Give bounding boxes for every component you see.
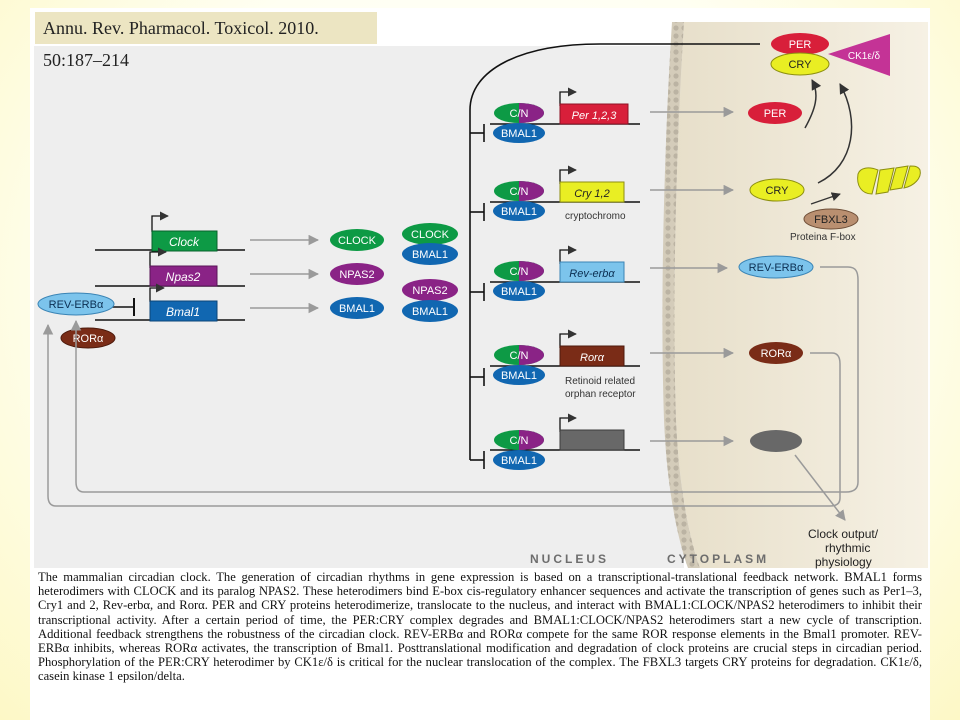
- per-cry-feedback-line: [469, 43, 760, 460]
- dimer-bmal1-b: [402, 300, 458, 322]
- cry-complex-label: CRY: [788, 59, 812, 71]
- ror-note-line2: orphan receptor: [565, 389, 636, 400]
- clock-protein: [330, 229, 384, 251]
- figure-caption: The mammalian circadian clock. The gener…: [38, 570, 922, 684]
- gene-npas2: Npas2: [166, 270, 201, 284]
- ck1-label: CK1ε/δ: [848, 51, 881, 62]
- dimer-npas2-label: NPAS2: [412, 285, 447, 297]
- row-per: C/N BMAL1 Per 1,2,3: [490, 87, 640, 143]
- reverb-protein-nuclear: [37, 292, 115, 316]
- gene-bmal1: Bmal1: [166, 305, 200, 319]
- fbxl3-protein: [803, 208, 859, 230]
- citation: Annu. Rev. Pharmacol. Toxicol. 2010. 50:…: [35, 12, 377, 70]
- clock-output-arrow: [794, 454, 846, 521]
- per-complex: [771, 33, 829, 55]
- row-cry: C/N BMAL1 Cry 1,2 cryptochromo: [490, 165, 640, 222]
- cryptochrome-note: cryptochromo: [565, 211, 626, 222]
- per-protein-label: PER: [764, 108, 787, 120]
- dimer-npas2: [402, 279, 458, 301]
- fbxl3-note: Proteina F-box: [790, 232, 856, 243]
- cry-protein-label: CRY: [765, 185, 789, 197]
- dimer-bmal1-a: [402, 243, 458, 265]
- cn-label-ror: C/N: [510, 350, 529, 362]
- gene-reverb: Rev-erbα: [569, 268, 615, 280]
- output-line1: Clock output/: [808, 527, 879, 541]
- cytoplasm-label: CYTOPLASM: [667, 552, 769, 566]
- gene-cry: Cry 1,2: [574, 188, 609, 200]
- ror-protein-nuclear: [60, 327, 116, 349]
- output-protein: [750, 430, 802, 452]
- output-gene-box: [559, 429, 625, 451]
- clock-protein-label: CLOCK: [338, 235, 377, 247]
- output-line2: rhythmic: [825, 541, 870, 555]
- dimer-bmal1-a-label: BMAL1: [412, 249, 448, 261]
- row-ror: C/N BMAL1 Rorα Retinoid related orphan r…: [490, 329, 640, 400]
- cry-complex: [770, 52, 830, 76]
- reverb-label-nuclear: REV-ERBα: [49, 299, 104, 311]
- dimer-clock-label: CLOCK: [411, 229, 450, 241]
- cn-label-reverb: C/N: [510, 266, 529, 278]
- cytoplasm-region: [674, 22, 928, 568]
- reverb-protein-cyto: [738, 255, 814, 279]
- row-output-gene: C/N BMAL1: [490, 413, 640, 470]
- degraded-cry-fragments: [857, 165, 921, 195]
- bmal1-label-cry: BMAL1: [501, 206, 537, 218]
- gene-per: Per 1,2,3: [572, 110, 618, 122]
- inhibition-ticks: [470, 124, 485, 469]
- row-reverb: C/N BMAL1 Rev-erbα: [490, 245, 640, 301]
- bmal1-label-reverb: BMAL1: [501, 286, 537, 298]
- output-line3: physiology: [815, 555, 872, 569]
- cry-protein: [749, 178, 805, 202]
- gene-block-left: Clock Npas2 Bmal1: [95, 211, 245, 322]
- per-complex-label: PER: [789, 39, 812, 51]
- bmal1-protein-label: BMAL1: [339, 303, 375, 315]
- bmal1-label-ror: BMAL1: [501, 370, 537, 382]
- gene-clock: Clock: [169, 235, 200, 249]
- bmal1-label-per: BMAL1: [501, 128, 537, 140]
- ror-label-nuclear: RORα: [73, 333, 104, 345]
- bmal1-protein: [330, 297, 384, 319]
- per-protein: [748, 102, 802, 124]
- ror-protein-cyto-label: RORα: [761, 348, 792, 360]
- dimer-clock: [402, 223, 458, 245]
- nucleus-label: NUCLEUS: [530, 552, 609, 566]
- ror-note-line1: Retinoid related: [565, 376, 635, 387]
- ror-protein-cyto: [749, 342, 803, 364]
- fbxl3-label: FBXL3: [814, 214, 848, 226]
- reverb-feedback-line: [70, 266, 859, 493]
- cn-label-output: C/N: [510, 435, 529, 447]
- ck1-kinase: [828, 34, 890, 76]
- ror-feedback-line: [42, 323, 841, 507]
- gene-ror: Rorα: [580, 352, 605, 364]
- dimer-bmal1-b-label: BMAL1: [412, 306, 448, 318]
- bmal1-label-output: BMAL1: [501, 455, 537, 467]
- cn-label-cry: C/N: [510, 186, 529, 198]
- npas2-protein: [330, 263, 384, 285]
- reverb-protein-cyto-label: REV-ERBα: [749, 262, 804, 274]
- npas2-protein-label: NPAS2: [339, 269, 374, 281]
- cn-label-per: C/N: [510, 108, 529, 120]
